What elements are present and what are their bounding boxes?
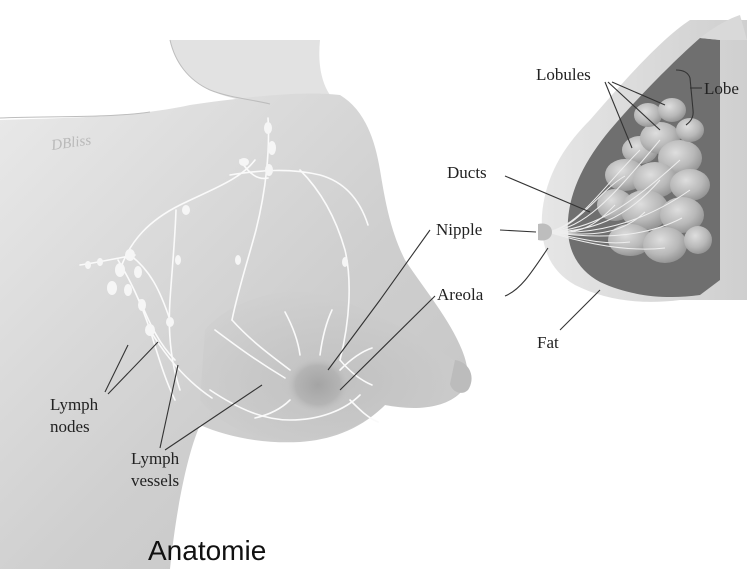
label-lobe: Lobe bbox=[704, 79, 739, 98]
label-lymph-nodes-line1: Lymph bbox=[50, 395, 99, 414]
label-lymph-vessels-line2: vessels bbox=[131, 471, 179, 490]
breast-cross-section-illustration bbox=[538, 15, 747, 302]
label-lymph-nodes-line2: nodes bbox=[50, 417, 90, 436]
caption: Anatomie bbox=[148, 535, 266, 566]
torso-illustration: DBliss bbox=[0, 40, 472, 569]
label-nipple: Nipple bbox=[436, 220, 482, 239]
label-ducts: Ducts bbox=[447, 163, 487, 182]
label-areola: Areola bbox=[437, 285, 484, 304]
label-fat: Fat bbox=[537, 333, 559, 352]
label-lymph-vessels-line1: Lymph bbox=[131, 449, 180, 468]
label-lobules: Lobules bbox=[536, 65, 591, 84]
